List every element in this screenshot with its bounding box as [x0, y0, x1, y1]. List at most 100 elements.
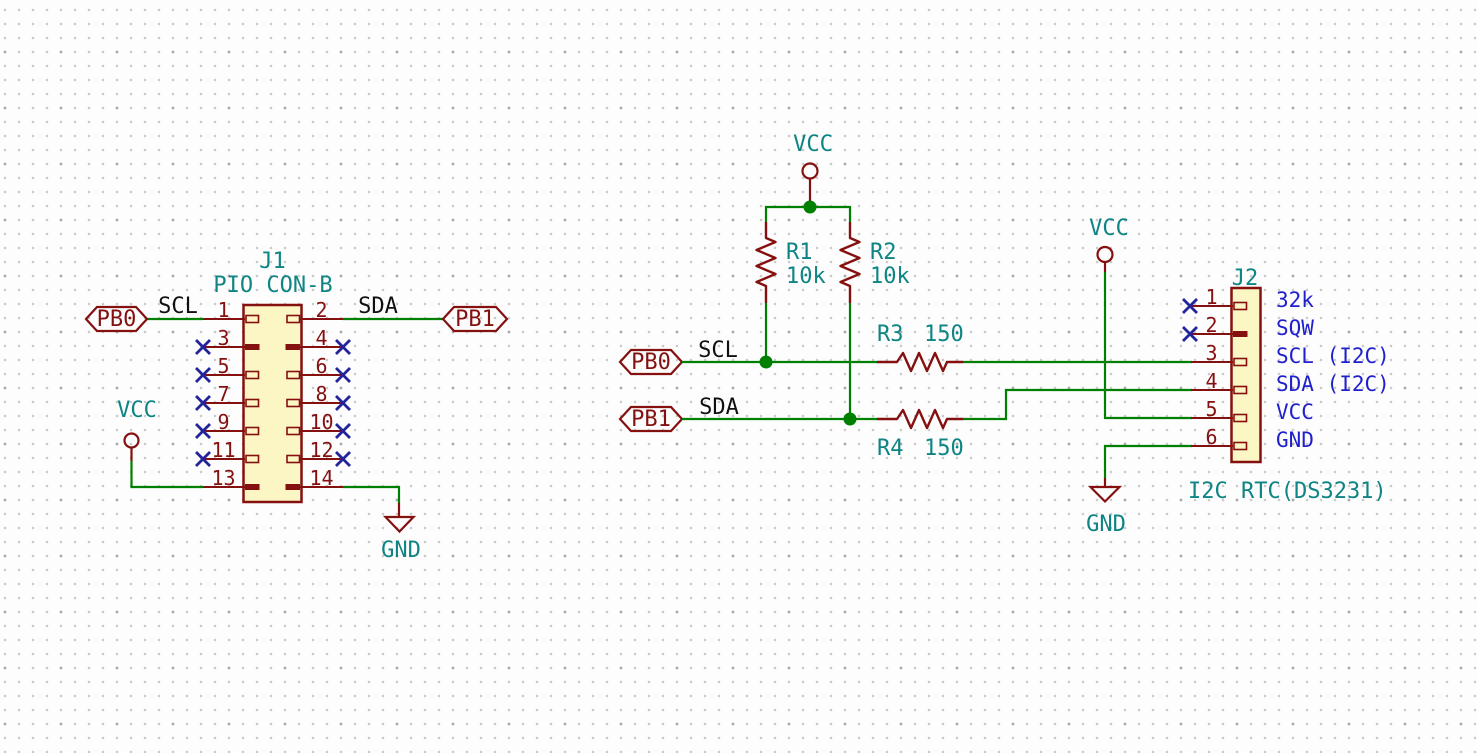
wire-j2-pin6-to-gnd[interactable]	[1103, 444, 1192, 478]
power-vcc-j1[interactable]: VCC	[117, 398, 157, 461]
j1-pin8-socket	[286, 398, 301, 408]
j1-reference[interactable]: J1	[259, 249, 286, 274]
j1-pin11-socket	[245, 454, 260, 464]
no-connect-icon[interactable]	[335, 395, 351, 411]
j2-body[interactable]	[1230, 286, 1262, 464]
connector-j1[interactable]: J1 PIO CON-B 1 2 3 4 5 6 7 8	[195, 249, 351, 504]
net-label-sda-j1[interactable]: SDA	[358, 294, 398, 319]
vcc-label: VCC	[117, 398, 157, 423]
r3-reference[interactable]: R3	[877, 322, 904, 347]
power-gnd-j2[interactable]: GND	[1086, 478, 1126, 537]
global-label-pb1-j1[interactable]: PB1	[441, 305, 509, 333]
r4-zigzag[interactable]	[877, 408, 963, 430]
j2-pin3-name: SCL (I2C)	[1276, 344, 1390, 368]
r4-value[interactable]: 150	[924, 436, 964, 461]
r4-reference[interactable]: R4	[877, 436, 904, 461]
j2-pin6-name: GND	[1276, 428, 1314, 452]
r2-zigzag[interactable]	[839, 222, 861, 303]
global-label-pb0-j1[interactable]: PB0	[84, 305, 149, 333]
r2-value[interactable]: 10k	[870, 264, 910, 289]
no-connect-icon[interactable]	[195, 395, 211, 411]
j2-pin2-socket	[1233, 331, 1248, 337]
net-label-scl-mid[interactable]: SCL	[698, 338, 738, 363]
j2-pin4-socket	[1233, 385, 1248, 395]
j1-pin8-number: 8	[315, 382, 327, 406]
vcc-circle-icon	[801, 162, 819, 180]
no-connect-icon[interactable]	[335, 339, 351, 355]
vcc-label: VCC	[1089, 216, 1129, 241]
net-label-sda-mid[interactable]: SDA	[699, 395, 739, 420]
global-label-pb0-text: PB0	[97, 307, 137, 332]
vcc-circle-icon	[1096, 245, 1114, 264]
j1-value[interactable]: PIO CON-B	[213, 273, 332, 298]
j2-pin6-socket	[1233, 441, 1248, 451]
no-connect-icon[interactable]	[195, 367, 211, 383]
j1-pin14-socket	[285, 484, 300, 490]
j1-pin12-socket	[286, 454, 301, 464]
r1-reference[interactable]: R1	[786, 240, 813, 265]
wire-sda-to-j2[interactable]	[963, 388, 1192, 421]
j1-pin7-socket	[245, 398, 260, 408]
r3-zigzag[interactable]	[877, 351, 963, 373]
j1-pin9-socket	[245, 426, 260, 436]
global-label-pb1-text: PB1	[631, 407, 671, 432]
j2-pin2-name: SQW	[1276, 316, 1314, 340]
junction-dot	[843, 412, 857, 426]
gnd-triangle-icon	[382, 515, 417, 534]
global-label-pb0-mid[interactable]: PB0	[618, 348, 684, 376]
vcc-circle-icon	[123, 432, 140, 449]
wire-pin14-to-gnd[interactable]	[343, 485, 401, 503]
net-label-scl-j1[interactable]: SCL	[158, 294, 198, 319]
j1-pin14-number: 14	[309, 466, 333, 490]
j1-pin11-number: 11	[211, 438, 235, 462]
j2-pin1-name: 32k	[1276, 288, 1314, 312]
j1-pin10-number: 10	[309, 410, 333, 434]
no-connect-icon[interactable]	[335, 451, 351, 467]
j1-body[interactable]	[242, 303, 303, 504]
j2-pin2-number: 2	[1205, 313, 1217, 337]
no-connect-icon[interactable]	[335, 367, 351, 383]
j1-pin6-socket	[286, 370, 301, 380]
j2-pin6-number: 6	[1205, 425, 1217, 449]
no-connect-icon[interactable]	[195, 339, 211, 355]
j1-pin9-number: 9	[217, 410, 229, 434]
vcc-label: VCC	[793, 132, 833, 157]
wire-vcc-to-j2-pin5[interactable]	[1103, 272, 1192, 420]
resistor-r1[interactable]: R1 10k	[755, 222, 826, 303]
j1-pin3-number: 3	[217, 326, 229, 350]
j2-pin4-number: 4	[1205, 369, 1217, 393]
j1-pin13-socket	[245, 484, 260, 490]
resistor-r3[interactable]: R3 150	[877, 322, 964, 373]
no-connect-icon[interactable]	[195, 423, 211, 439]
r2-reference[interactable]: R2	[870, 240, 897, 265]
j2-description[interactable]: I2C RTC(DS3231)	[1188, 479, 1387, 504]
j1-pin4-socket	[285, 344, 300, 350]
j1-pin5-socket	[245, 370, 260, 380]
power-vcc-pullups[interactable]: VCC	[793, 132, 833, 201]
no-connect-icon[interactable]	[1182, 326, 1198, 342]
j1-pin13-number: 13	[211, 466, 235, 490]
no-connect-icon[interactable]	[1182, 298, 1198, 314]
resistor-r4[interactable]: R4 150	[877, 408, 964, 461]
r1-value[interactable]: 10k	[786, 264, 826, 289]
j2-pin5-number: 5	[1205, 397, 1217, 421]
power-gnd-j1[interactable]: GND	[381, 503, 421, 563]
global-label-pb1-mid[interactable]: PB1	[618, 405, 684, 433]
j1-pin7-number: 7	[217, 382, 229, 406]
j1-pin4-number: 4	[315, 326, 327, 350]
no-connect-icon[interactable]	[195, 451, 211, 467]
no-connect-icon[interactable]	[335, 423, 351, 439]
resistor-r2[interactable]: R2 10k	[839, 222, 910, 303]
j1-pin1-socket	[245, 314, 260, 324]
power-vcc-j2[interactable]: VCC	[1089, 216, 1129, 272]
connector-j2[interactable]: J2 1 32k 2 SQW 3 SCL (I2C) 4 SDA (I2C) 5…	[1182, 266, 1390, 504]
j1-pin5-number: 5	[217, 354, 229, 378]
r1-zigzag[interactable]	[755, 222, 777, 303]
j1-pin2-number: 2	[315, 298, 327, 322]
junction-dot	[759, 355, 773, 369]
gnd-triangle-icon	[1087, 485, 1123, 504]
wire-vcc-to-pin13[interactable]	[130, 461, 204, 489]
j2-pin1-socket	[1233, 301, 1248, 311]
r3-value[interactable]: 150	[924, 322, 964, 347]
